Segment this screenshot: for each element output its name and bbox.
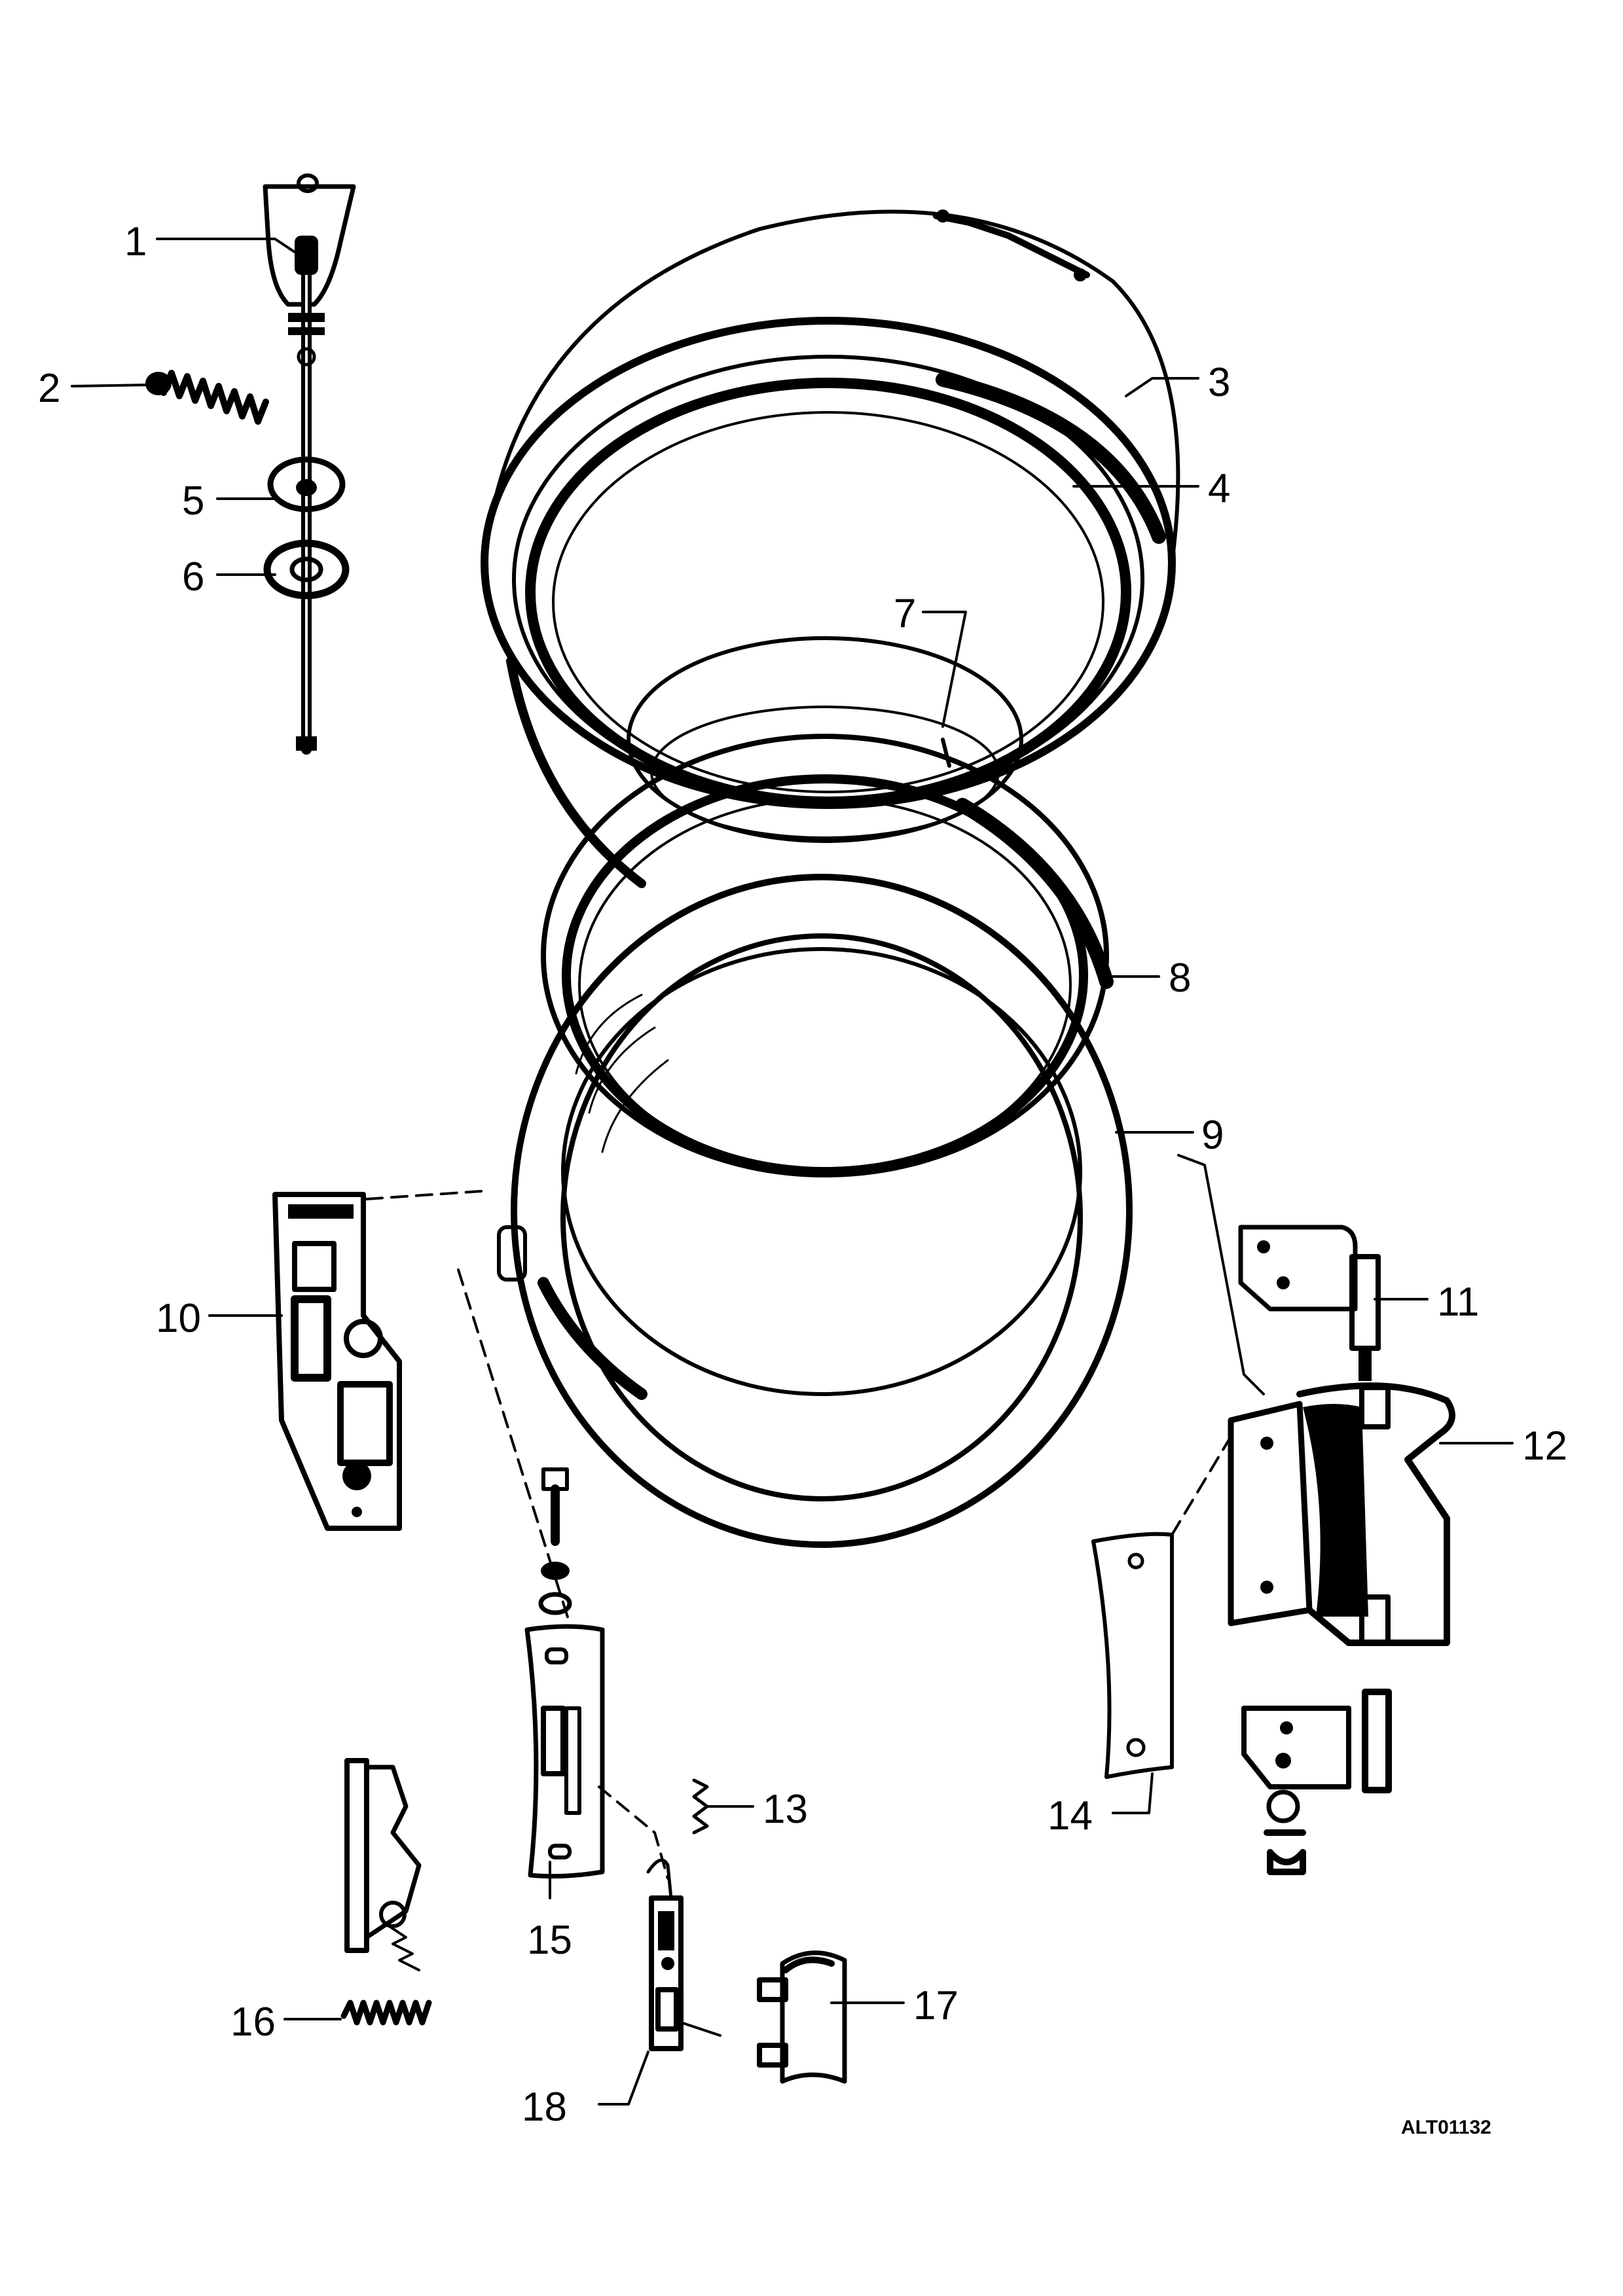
strike-screw <box>538 1467 572 1615</box>
callout-3: 3 <box>1208 360 1230 405</box>
callout-14: 14 <box>1048 1793 1093 1839</box>
callout-11: 11 <box>1437 1280 1479 1325</box>
hinge-upper-part-11 <box>1238 1225 1381 1381</box>
leader-dash-10 <box>365 1190 483 1200</box>
inner-ring-part-7 <box>627 636 1023 843</box>
callout-13: 13 <box>763 1787 808 1832</box>
door-ring-part-9 <box>497 874 1133 1548</box>
spring-part-2 <box>145 370 269 425</box>
bracket-part-17 <box>757 1950 847 2084</box>
hinge-lower-bracket <box>1241 1689 1392 1875</box>
hinge-part-12 <box>1228 1382 1455 1646</box>
callout-2: 2 <box>38 366 60 411</box>
hinge-pin-assembly <box>263 173 356 755</box>
shim-plate-part-14 <box>1091 1532 1174 1779</box>
callout-18: 18 <box>522 2085 567 2130</box>
latch-part-10 <box>272 1192 402 1531</box>
callout-6: 6 <box>182 554 204 600</box>
leader-dash-18 <box>598 1785 669 1880</box>
door-frame-part-8 <box>541 734 1114 1177</box>
callout-12: 12 <box>1522 1424 1567 1469</box>
spring-part-16 <box>340 2000 432 2026</box>
leader-lines <box>71 238 1514 2106</box>
washer-part-5 <box>267 456 346 512</box>
catch-part-16 <box>344 1758 422 1971</box>
callout-7: 7 <box>894 591 916 636</box>
lever-part-18 <box>646 1858 721 2051</box>
callout-4: 4 <box>1208 466 1230 511</box>
callout-17: 17 <box>913 1983 958 2028</box>
diagram-code: ALT01132 <box>1401 2117 1491 2138</box>
spring-part-13 <box>692 1778 709 1835</box>
callout-10: 10 <box>156 1296 201 1341</box>
callout-5: 5 <box>182 478 204 524</box>
strike-part-15 <box>524 1624 605 1879</box>
leader-dash-14 <box>1171 1435 1232 1536</box>
callout-8: 8 <box>1169 956 1191 1001</box>
callout-16: 16 <box>230 2000 276 2045</box>
callout-15: 15 <box>527 1918 572 1963</box>
leader-dash-12 <box>1177 1154 1265 1395</box>
washer-part-6 <box>263 539 350 600</box>
callout-1: 1 <box>124 219 147 264</box>
callout-9: 9 <box>1201 1113 1224 1158</box>
